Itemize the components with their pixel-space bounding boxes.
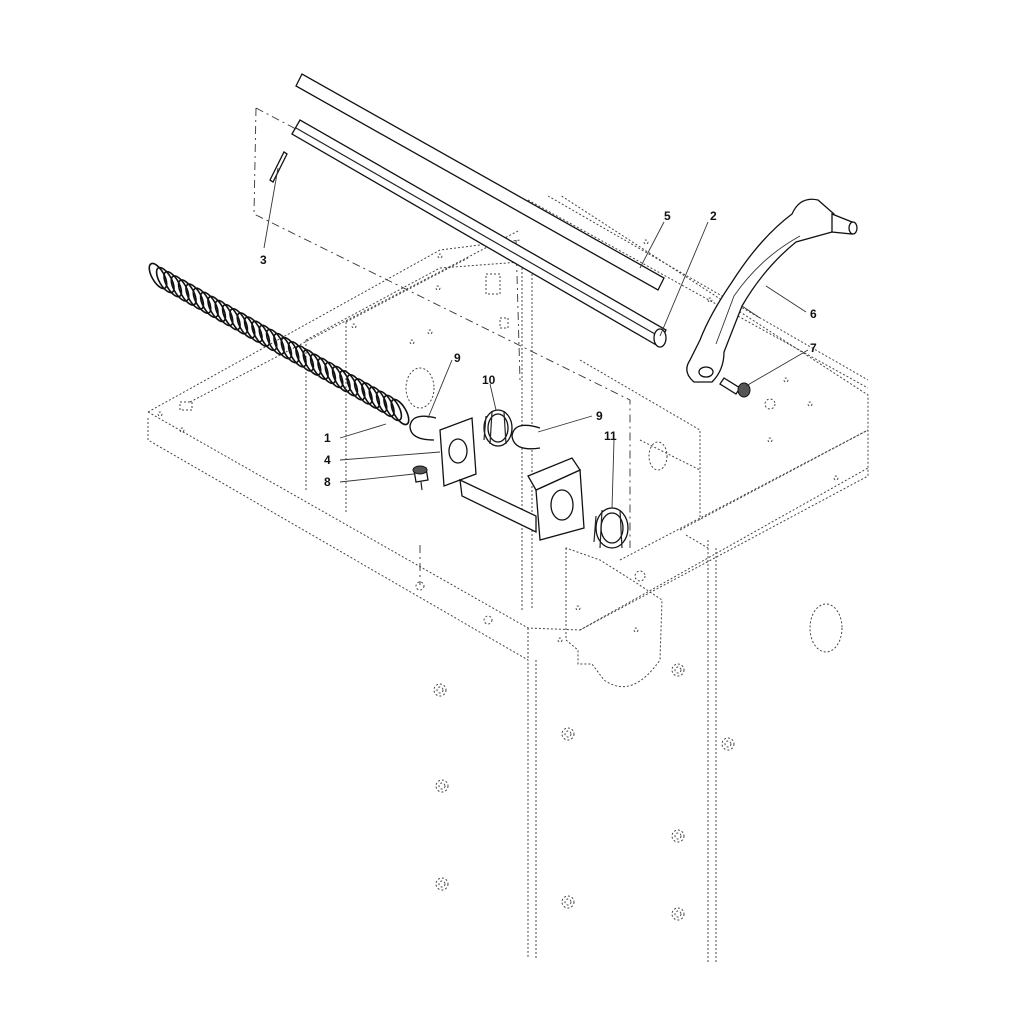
spring-coil bbox=[295, 345, 315, 372]
spring-coil bbox=[221, 303, 241, 331]
spring-coil bbox=[265, 328, 285, 356]
part-4-bracket bbox=[439, 417, 585, 541]
spring-coil bbox=[214, 299, 234, 327]
spring-coil bbox=[390, 398, 410, 426]
callout-1: 1 bbox=[324, 431, 331, 445]
spring-coil bbox=[192, 287, 212, 314]
callout-6: 6 bbox=[810, 307, 817, 321]
spring-coil bbox=[339, 369, 359, 397]
spring-coil bbox=[287, 341, 307, 368]
callout-10: 10 bbox=[482, 373, 496, 387]
part-2-shaft bbox=[291, 119, 667, 348]
spring-coil bbox=[229, 308, 249, 335]
spring-coil bbox=[251, 320, 271, 347]
machine-frame bbox=[147, 194, 869, 962]
spring-coil bbox=[163, 270, 183, 298]
spring-coil bbox=[302, 349, 322, 376]
spring-coil bbox=[273, 332, 293, 360]
spring-coil bbox=[177, 279, 197, 306]
callout-4: 4 bbox=[324, 453, 331, 467]
part-8-screw bbox=[412, 465, 429, 491]
spring-coil bbox=[383, 394, 403, 422]
spring-coil bbox=[353, 378, 373, 405]
spring-coil bbox=[207, 295, 227, 323]
part-7-bolt bbox=[719, 377, 751, 398]
callout-2: 2 bbox=[710, 209, 717, 223]
spring-coil bbox=[280, 336, 300, 364]
callout-8: 8 bbox=[324, 475, 331, 489]
spring-coil bbox=[368, 386, 388, 413]
callout-5: 5 bbox=[664, 209, 671, 223]
spring-coil bbox=[170, 275, 190, 302]
spring-coil bbox=[258, 324, 278, 352]
spring-coil bbox=[185, 283, 205, 310]
part-3-pin bbox=[269, 151, 288, 183]
part-5-strip bbox=[295, 73, 665, 291]
spring-coil bbox=[155, 266, 175, 294]
part-1-spring bbox=[148, 262, 410, 426]
callout-labels: 3 5 2 6 7 9 10 9 11 1 4 8 bbox=[260, 209, 817, 489]
callout-3: 3 bbox=[260, 253, 267, 267]
part-6-lever bbox=[686, 198, 858, 383]
spring-coil bbox=[199, 291, 219, 319]
leader-lines bbox=[263, 167, 809, 509]
callout-9-lower: 9 bbox=[596, 409, 603, 423]
spring-coil bbox=[309, 353, 329, 380]
part-9-rings bbox=[409, 415, 541, 450]
spring-coil bbox=[361, 382, 381, 409]
spring-coil bbox=[317, 357, 337, 385]
spring-coil bbox=[375, 390, 395, 418]
spring-coil bbox=[148, 262, 168, 290]
spring-coil bbox=[324, 361, 344, 389]
spring-coil bbox=[236, 312, 256, 339]
part-10-bushing bbox=[483, 409, 513, 447]
callout-11: 11 bbox=[604, 429, 617, 443]
frame-nuts bbox=[433, 570, 735, 921]
callout-9-upper: 9 bbox=[454, 351, 461, 365]
callout-7: 7 bbox=[810, 341, 817, 355]
spring-coil bbox=[346, 374, 366, 401]
spring-coil bbox=[243, 316, 263, 343]
spring-coil bbox=[331, 365, 351, 393]
part-11-bushing bbox=[593, 507, 629, 549]
